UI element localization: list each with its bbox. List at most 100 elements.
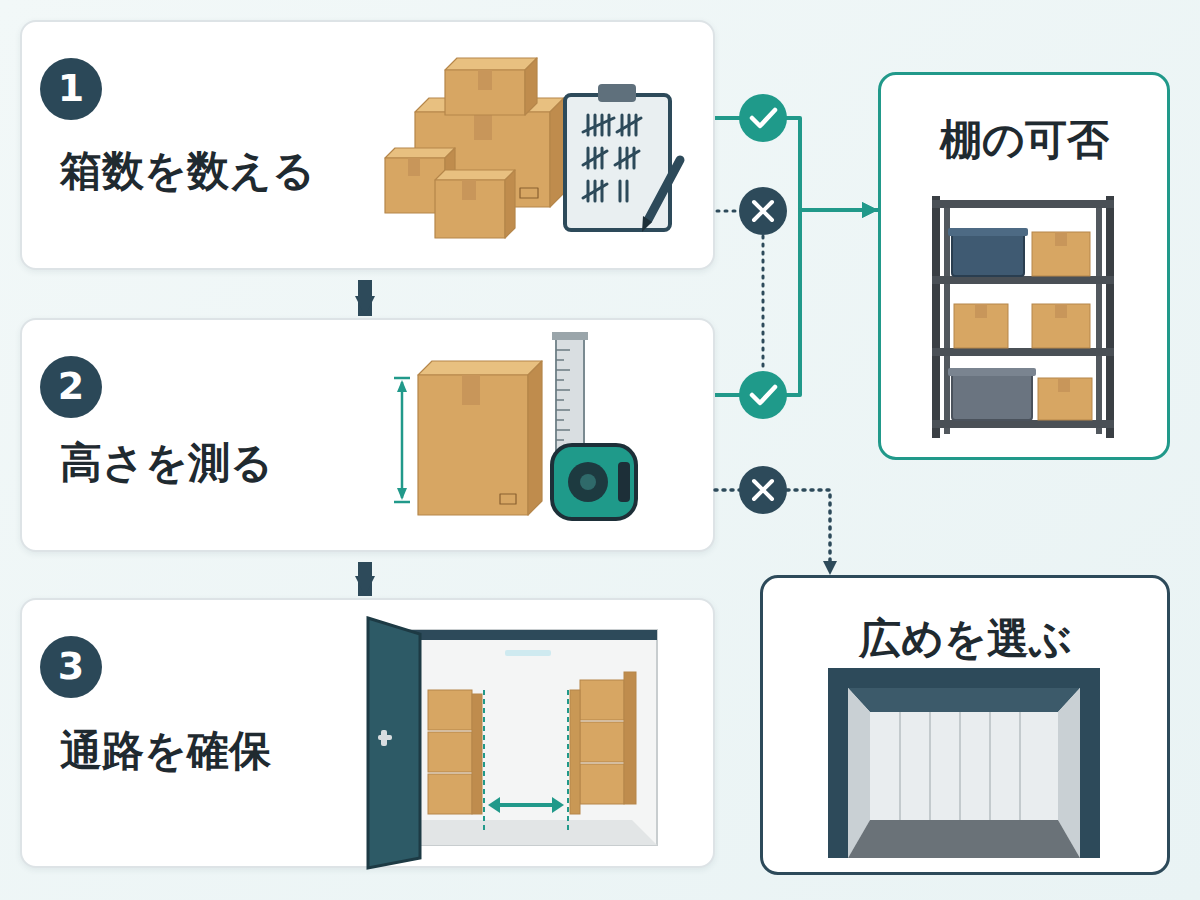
cardboard-stack	[474, 112, 492, 140]
check-mark	[739, 94, 787, 142]
storage-room	[428, 732, 472, 772]
tape-measure	[556, 349, 570, 351]
cross-mark	[739, 187, 787, 235]
no-branch-dotted	[762, 236, 765, 370]
height-dimension	[394, 378, 410, 502]
cardboard-stack	[445, 148, 455, 213]
tape-measure	[556, 389, 570, 391]
storage-room	[624, 672, 636, 804]
storage-room	[395, 630, 657, 845]
measured-box	[462, 375, 480, 405]
cardboard-stack	[520, 188, 538, 198]
clipboard-tally	[587, 115, 590, 135]
storage-unit	[828, 668, 1100, 858]
cardboard-stack	[435, 180, 505, 238]
yes-connector	[715, 118, 878, 210]
storage-room	[494, 803, 558, 807]
cross-mark	[739, 466, 787, 514]
storage-room	[381, 730, 387, 746]
cross-mark	[739, 466, 787, 514]
shelf-unit	[952, 372, 1032, 420]
height-dimension	[401, 382, 404, 498]
flow-arrow	[358, 280, 372, 316]
measured-box	[418, 375, 528, 515]
callout-number: 3	[40, 636, 102, 698]
result-box: 棚の可否	[878, 72, 1170, 460]
storage-room	[484, 690, 568, 832]
box-title: 棚の可否	[881, 115, 1167, 165]
storage-room	[395, 630, 657, 640]
clipboard-tally	[619, 148, 622, 168]
cardboard-stack	[525, 58, 537, 115]
shelf-unit	[1055, 232, 1067, 246]
shelf-unit	[1032, 232, 1090, 276]
cardboard-stack	[385, 158, 445, 213]
tape-measure	[556, 350, 570, 440]
cardboard-stack	[385, 148, 455, 158]
storage-room	[580, 680, 624, 720]
cardboard-stack	[408, 158, 420, 176]
cardboard-stack	[415, 112, 550, 207]
storage-unit	[959, 712, 961, 820]
storage-unit	[828, 668, 1100, 858]
shelf-unit	[948, 228, 1028, 236]
cardboard-stack	[478, 70, 492, 90]
measured-box	[418, 361, 542, 375]
cardboard-stack	[445, 58, 537, 70]
shelf-unit	[1106, 196, 1114, 438]
callout-text: 1	[58, 66, 84, 112]
clipboard-tally	[601, 115, 604, 135]
callout-text: 3	[58, 644, 84, 690]
tape-measure	[556, 419, 564, 421]
flow-arrow	[358, 562, 372, 596]
clipboard-tally	[583, 118, 614, 132]
shelf-unit	[932, 276, 1114, 284]
clipboard-tally	[642, 216, 652, 232]
tape-measure	[556, 369, 570, 371]
height-dimension	[397, 488, 407, 500]
storage-room	[428, 672, 636, 814]
shelf-unit	[932, 196, 1114, 438]
tape-measure	[556, 338, 584, 488]
clipboard-tally	[617, 118, 641, 132]
clipboard-tally	[565, 95, 670, 230]
clipboard-tally	[615, 151, 639, 165]
tape-measure	[580, 474, 596, 490]
clipboard-tally	[587, 181, 590, 201]
check-mark	[752, 387, 775, 403]
storage-room	[395, 820, 657, 845]
storage-room	[580, 722, 624, 762]
shelf-unit	[932, 196, 940, 438]
height-dimension	[397, 380, 407, 392]
cardboard-stack	[385, 58, 564, 238]
clipboard-tally	[619, 181, 622, 201]
clipboard-tally	[594, 181, 597, 201]
callout-number: 2	[40, 356, 102, 418]
box-title: 広めを選ぶ	[763, 614, 1167, 664]
tape-measure	[556, 409, 570, 411]
storage-room	[378, 735, 392, 740]
storage-unit	[848, 820, 1080, 858]
storage-unit	[929, 712, 931, 820]
box-title: 箱数を数える	[60, 146, 315, 196]
clipboard-tally	[633, 148, 636, 168]
tape-measure	[556, 399, 564, 401]
cardboard-stack	[435, 170, 515, 180]
tape-measure	[556, 379, 564, 381]
height-dimension	[394, 501, 410, 504]
clipboard-tally	[583, 151, 607, 165]
height-dimension	[394, 377, 410, 380]
shelf-unit	[954, 304, 1008, 348]
shelf-unit	[932, 200, 1114, 208]
storage-unit	[989, 712, 991, 820]
cardboard-stack	[550, 98, 564, 207]
storage-unit	[848, 688, 1080, 712]
storage-room	[428, 774, 472, 814]
tape-measure	[556, 439, 564, 441]
clipboard-tally	[598, 84, 636, 102]
tape-measure	[618, 462, 630, 502]
cardboard-stack	[415, 98, 564, 112]
